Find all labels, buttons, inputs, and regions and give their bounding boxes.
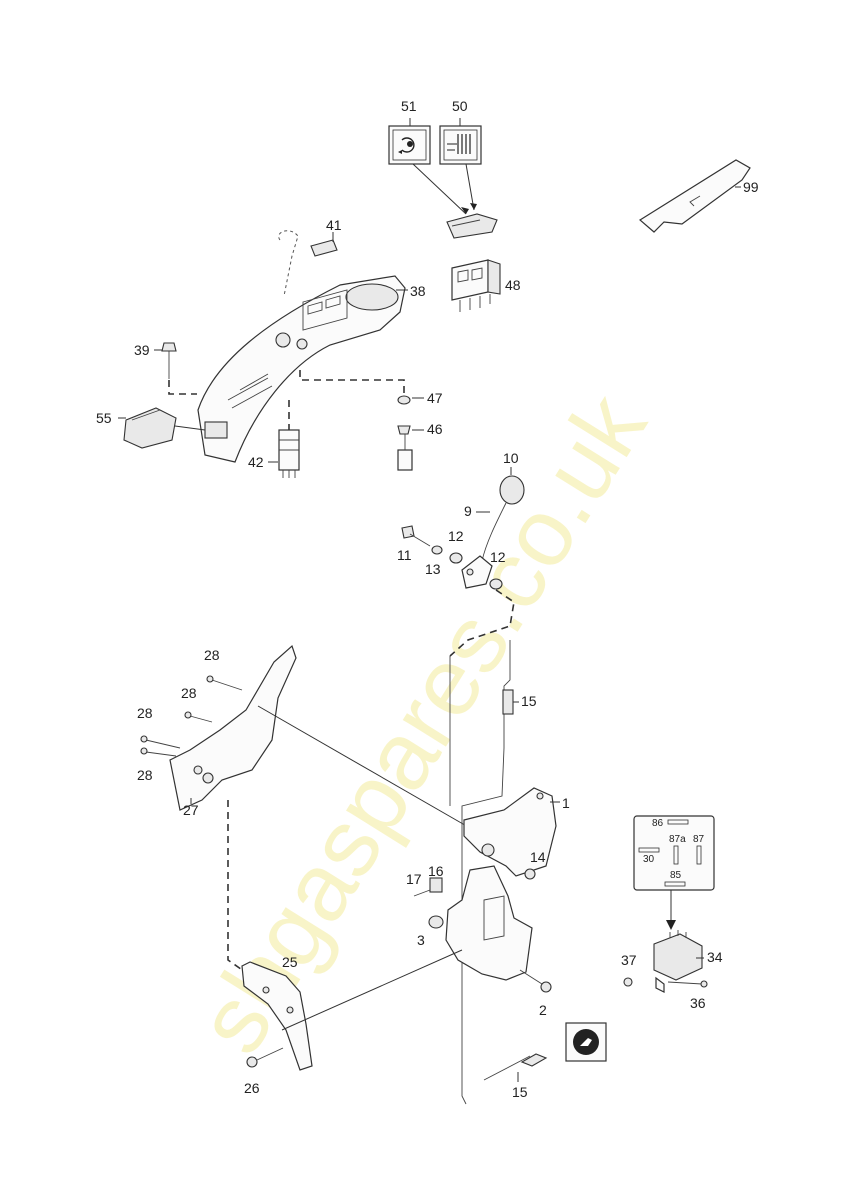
switch-42 — [278, 429, 300, 478]
callout-28-c: 28 — [137, 705, 153, 721]
mount-bracket — [445, 865, 533, 981]
callout-55: 55 — [96, 410, 112, 426]
relay-terminal-86: 86 — [652, 818, 664, 829]
bolt-11 — [401, 525, 431, 547]
callout-26: 26 — [244, 1080, 260, 1096]
arrow-left-icon — [689, 195, 701, 207]
relay-34 — [653, 930, 703, 993]
callout-17: 17 — [406, 871, 422, 887]
console-38 — [197, 275, 406, 463]
callout-27: 27 — [183, 802, 199, 818]
cap-41 — [310, 239, 338, 257]
relay-terminal-30: 30 — [643, 854, 655, 865]
callout-47: 47 — [427, 390, 443, 406]
knob-10 — [499, 475, 525, 505]
relay-terminal-87a: 87a — [669, 834, 686, 845]
callout-36: 36 — [690, 995, 706, 1011]
lever-bracket — [461, 555, 493, 589]
callout-28-b: 28 — [181, 685, 197, 701]
nut-14 — [524, 868, 536, 880]
rocker-switch-cap — [446, 213, 498, 239]
callout-3: 3 — [417, 932, 425, 948]
screw-36 — [700, 980, 708, 988]
callout-11: 11 — [397, 547, 412, 563]
callout-9: 9 — [464, 503, 472, 519]
callout-99: 99 — [743, 179, 759, 195]
cable-sleeve-15 — [502, 689, 514, 715]
bracket-27 — [169, 644, 297, 811]
callout-1: 1 — [562, 795, 570, 811]
callout-42: 42 — [248, 454, 264, 470]
callout-51: 51 — [401, 98, 417, 114]
clip-16 — [429, 877, 443, 893]
callout-34: 34 — [707, 949, 723, 965]
callout-37: 37 — [621, 952, 637, 968]
climate-recirculation-icon — [407, 141, 413, 147]
callout-10: 10 — [503, 450, 519, 466]
switch-46 — [397, 425, 413, 471]
callout-39: 39 — [134, 342, 150, 358]
bolt-2 — [519, 969, 552, 993]
callout-14: 14 — [530, 849, 546, 865]
callout-15-a: 15 — [521, 693, 537, 709]
screw-17 — [413, 889, 431, 897]
hare-symbol — [565, 1022, 607, 1062]
symbol-50 — [439, 125, 482, 165]
bolt-39 — [161, 342, 177, 379]
callout-46: 46 — [427, 421, 443, 437]
bracket-25 — [241, 961, 313, 1071]
callout-12-b: 12 — [490, 549, 506, 565]
nut-37 — [623, 977, 633, 987]
callout-41: 41 — [326, 217, 342, 233]
tool-99 — [638, 159, 751, 233]
relay-diagram: 86 87a 87 30 85 — [633, 815, 715, 891]
switch-body-48 — [451, 259, 501, 312]
callout-13: 13 — [425, 561, 441, 577]
relay-terminal-87: 87 — [693, 834, 705, 845]
washer-12b — [489, 578, 503, 590]
callout-12-a: 12 — [448, 528, 464, 544]
callout-28-a: 28 — [204, 647, 220, 663]
callout-25: 25 — [282, 954, 298, 970]
washer-13 — [431, 545, 443, 555]
callout-15-b: 15 — [512, 1084, 528, 1100]
callout-48: 48 — [505, 277, 521, 293]
callout-50: 50 — [452, 98, 468, 114]
bracket-1 — [463, 787, 557, 877]
callout-16: 16 — [428, 863, 444, 879]
callout-28-d: 28 — [137, 767, 153, 783]
washer-3 — [428, 915, 444, 929]
rear-window-heater-icon — [457, 134, 471, 154]
washer-47 — [397, 395, 411, 405]
cable-end-15 — [483, 1053, 548, 1081]
callout-2: 2 — [539, 1002, 547, 1018]
washer-12 — [449, 552, 463, 564]
symbol-51 — [388, 125, 431, 165]
switch-55 — [123, 407, 177, 449]
relay-terminal-85: 85 — [670, 870, 682, 881]
callout-38: 38 — [410, 283, 426, 299]
bolt-26 — [246, 1047, 284, 1068]
